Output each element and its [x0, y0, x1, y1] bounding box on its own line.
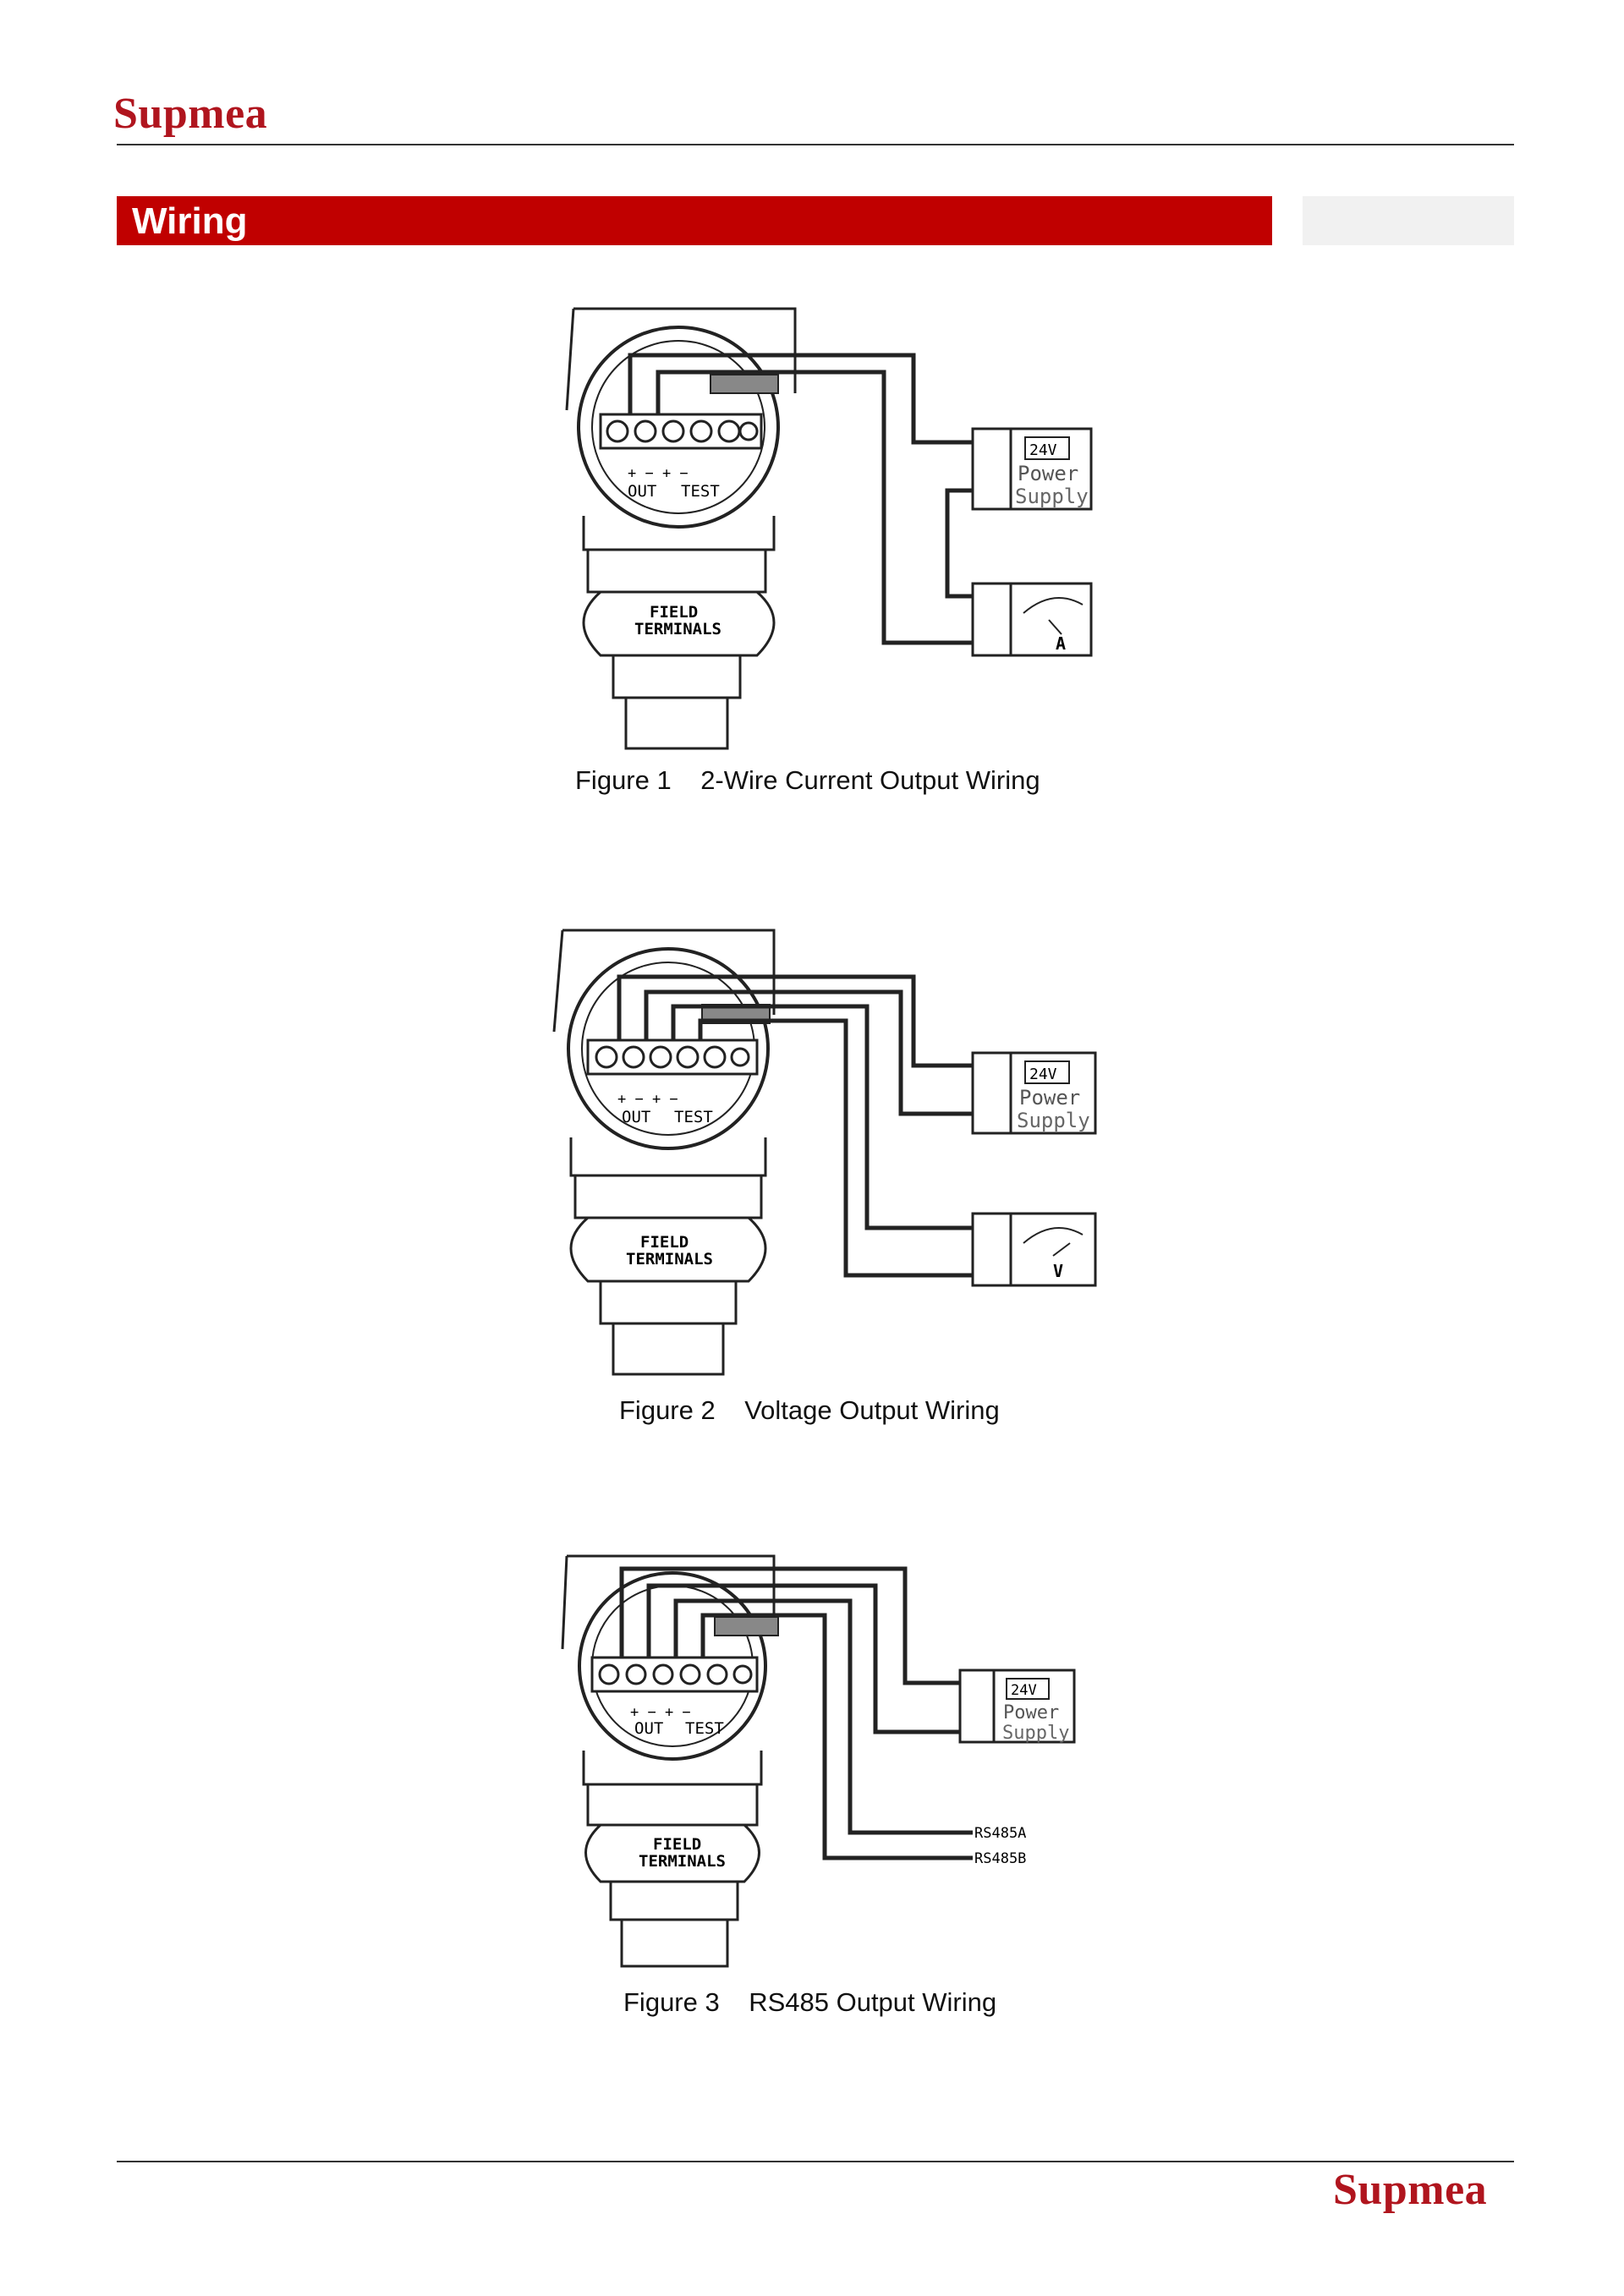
field-label: FIELD	[640, 1233, 689, 1252]
power-voltage: 24V	[1029, 441, 1057, 459]
polarity-labels: + − + −	[628, 465, 689, 482]
terminal-block	[599, 413, 763, 450]
power-voltage: 24V	[1011, 1682, 1037, 1699]
out-label: OUT	[634, 1719, 663, 1738]
cable-gland	[710, 374, 779, 394]
test-label: TEST	[674, 1108, 713, 1126]
polarity-labels: + − + −	[630, 1704, 691, 1721]
figure-2-caption: Figure 2 Voltage Output Wiring	[619, 1395, 1000, 1425]
figure-3-diagram: + − + − OUT TEST FIELD TERMINALS 24V Pow…	[561, 1554, 1076, 1968]
transmitter-housing	[561, 1554, 776, 1968]
ammeter-box	[971, 582, 1093, 657]
header-logo: Supmea	[113, 90, 268, 138]
meter-scale-icon	[1023, 1227, 1084, 1244]
cable-gland	[714, 1616, 779, 1636]
terminals-label: TERMINALS	[634, 620, 721, 638]
power-label: Power	[1018, 462, 1078, 485]
footer-rule	[117, 2161, 1514, 2162]
terminals-label: TERMINALS	[639, 1852, 726, 1871]
supply-label: Supply	[1017, 1109, 1090, 1132]
terminals-label: TERMINALS	[626, 1250, 713, 1269]
power-label: Power	[1003, 1702, 1059, 1723]
transmitter-housing	[565, 307, 797, 750]
figure-1-diagram: + − + − OUT TEST FIELD TERMINALS 24V Pow…	[565, 307, 1093, 750]
rs485b-label: RS485B	[974, 1850, 1026, 1867]
meter-label: A	[1056, 633, 1066, 654]
power-supply-box	[958, 1669, 1076, 1744]
section-title-bar: Wiring	[117, 196, 1272, 245]
wires	[617, 974, 973, 1278]
wires	[628, 353, 973, 645]
voltmeter-box	[971, 1212, 1097, 1287]
polarity-labels: + − + −	[617, 1091, 678, 1108]
figure-1-caption: Figure 1 2-Wire Current Output Wiring	[575, 765, 1040, 795]
out-label: OUT	[628, 482, 656, 501]
wires	[619, 1566, 973, 1860]
terminal-block	[590, 1656, 759, 1693]
field-label: FIELD	[653, 1835, 701, 1854]
supply-label: Supply	[1002, 1723, 1069, 1744]
power-label: Power	[1019, 1086, 1080, 1110]
power-voltage: 24V	[1029, 1066, 1057, 1083]
figure-3-caption: Figure 3 RS485 Output Wiring	[623, 1987, 997, 2017]
field-label: FIELD	[650, 603, 698, 622]
meter-scale-icon	[1023, 597, 1084, 614]
test-label: TEST	[681, 482, 720, 501]
figure-2-diagram: + − + − OUT TEST FIELD TERMINALS 24V Pow…	[552, 929, 1097, 1376]
rs485a-label: RS485A	[974, 1825, 1026, 1842]
transmitter-housing	[552, 929, 776, 1376]
out-label: OUT	[622, 1108, 650, 1126]
supply-label: Supply	[1015, 485, 1089, 508]
header-grey-block	[1303, 196, 1514, 245]
header-rule	[117, 144, 1514, 145]
terminal-block	[586, 1038, 759, 1076]
section-title: Wiring	[132, 200, 248, 242]
power-supply-box	[971, 1051, 1097, 1135]
meter-label: V	[1053, 1261, 1063, 1281]
test-label: TEST	[685, 1719, 724, 1738]
power-supply-box	[971, 427, 1093, 511]
footer-logo: Supmea	[1333, 2166, 1488, 2214]
